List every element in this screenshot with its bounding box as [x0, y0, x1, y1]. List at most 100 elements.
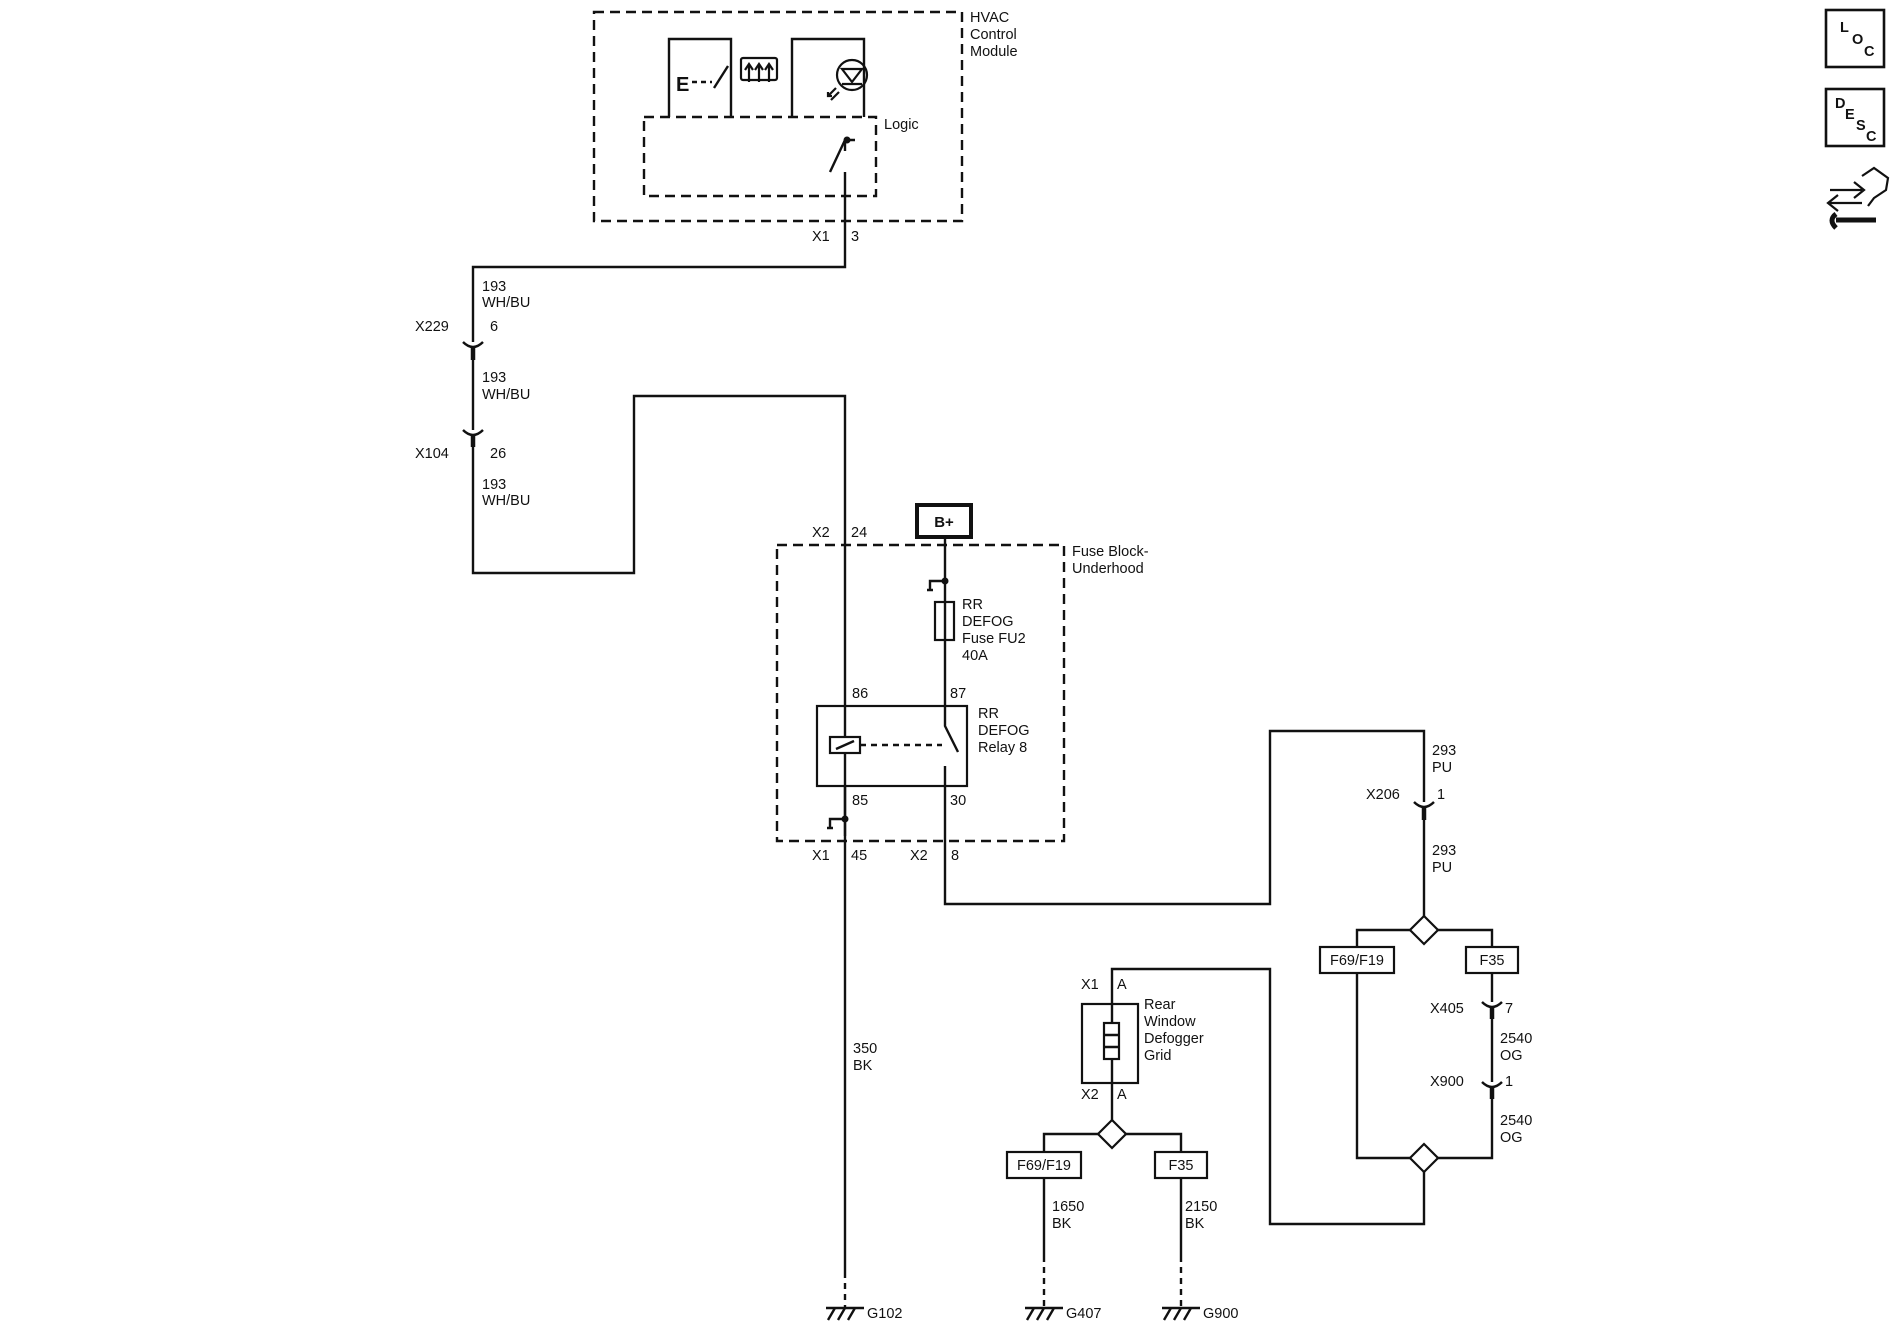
wire-193-bottom	[471, 394, 847, 836]
logic-boundary	[642, 115, 878, 198]
hvac-module-boundary	[592, 10, 964, 223]
splice-diamond-mid	[1408, 1142, 1440, 1174]
svg-text:X206: X206	[1366, 787, 1400, 803]
svg-text:24: 24	[851, 525, 867, 541]
component-locator-button[interactable]: L O C	[1824, 8, 1886, 69]
svg-text:X2: X2	[910, 848, 928, 864]
svg-text:X900: X900	[1430, 1074, 1464, 1090]
electronic-switch-symbol: E	[676, 74, 689, 96]
svg-text:45: 45	[851, 848, 867, 864]
svg-text:O: O	[1852, 32, 1863, 48]
connector-x104: X104 26	[415, 429, 506, 462]
svg-text:X405: X405	[1430, 1001, 1464, 1017]
battery-positive-source: B+	[915, 503, 973, 539]
svg-text:E: E	[1845, 107, 1855, 123]
option-splices: F69/F19 F35 F69/F19 F35	[1005, 914, 1520, 1180]
svg-text:86: 86	[852, 686, 868, 702]
ground-g900: G900	[1162, 1306, 1238, 1322]
svg-text:S: S	[1856, 118, 1866, 134]
svg-text:C: C	[1866, 129, 1877, 145]
svg-text:7: 7	[1505, 1001, 1513, 1017]
relay-switch	[943, 706, 960, 786]
svg-text:A: A	[1117, 977, 1127, 993]
svg-text:F69/F19: F69/F19	[1330, 953, 1384, 969]
svg-text:3: 3	[851, 229, 859, 245]
hvac-control-module: HVAC Control Module E Logic	[592, 10, 1021, 223]
svg-text:G102: G102	[867, 1306, 902, 1322]
connector-x900: X900 1	[1430, 1074, 1513, 1099]
svg-text:X1: X1	[812, 229, 830, 245]
svg-text:8: 8	[951, 848, 959, 864]
connector-x405: X405 7	[1430, 1001, 1513, 1019]
relay-label: RR DEFOG Relay 8	[978, 706, 1034, 756]
option-f69-f19-bottom	[1005, 1150, 1083, 1180]
svg-text:F69/F19: F69/F19	[1017, 1158, 1071, 1174]
splice-diamond-bottom	[1096, 1118, 1128, 1150]
splice-bottom-branches	[1042, 1132, 1183, 1152]
splice-diamond-top	[1408, 914, 1440, 946]
svg-text:1: 1	[1437, 787, 1445, 803]
splice-top-branches	[1355, 928, 1494, 947]
fuse-label: RR DEFOG Fuse FU2 40A	[962, 597, 1030, 664]
svg-text:87: 87	[950, 686, 966, 702]
rear-window-defogger-grid: Rear Window Defogger Grid	[1080, 997, 1208, 1085]
svg-text:F35: F35	[1169, 1158, 1194, 1174]
fuse-block-underhood: Fuse Block- Underhood RR DEFOG Fuse FU2 …	[775, 543, 1153, 843]
svg-text:L: L	[1840, 20, 1849, 36]
defrost-switch: E	[667, 37, 779, 117]
rear-defrost-icon	[739, 56, 779, 82]
ground-dashes	[843, 1256, 1183, 1308]
svg-text:C: C	[1864, 44, 1875, 60]
svg-text:B+: B+	[934, 514, 954, 531]
grounds: G102 G407 G900	[826, 1306, 1238, 1322]
connector-x206: X206 1	[1366, 787, 1445, 820]
svg-text:X229: X229	[415, 319, 449, 335]
svg-text:X1: X1	[812, 848, 830, 864]
svg-text:26: 26	[490, 446, 506, 462]
wire-f69-top	[1355, 973, 1410, 1160]
wire-2540b	[1438, 1099, 1494, 1160]
svg-text:D: D	[1835, 96, 1845, 112]
svg-text:1: 1	[1505, 1074, 1513, 1090]
wiring	[471, 172, 1494, 1308]
indicator-led	[790, 37, 869, 117]
ground-g102: G102	[826, 1306, 902, 1322]
svg-text:X1: X1	[1081, 977, 1099, 993]
connector-x229: X229 6	[415, 319, 498, 360]
svg-text:X104: X104	[415, 446, 449, 462]
svg-text:G900: G900	[1203, 1306, 1238, 1322]
fuse-block-boundary	[775, 543, 1066, 843]
svg-text:X2: X2	[1081, 1087, 1099, 1103]
wire-193-top	[471, 172, 847, 342]
wire-30	[943, 729, 1426, 906]
defogger-grid-label: Rear Window Defogger Grid	[1144, 997, 1208, 1064]
module-pins: X1 3 X2 24 X1 45 X2 8 X1 A X2 A	[812, 229, 1127, 1103]
option-f69-f19-top	[1318, 945, 1396, 975]
wire-to-grid	[1110, 967, 1426, 1226]
svg-text:85: 85	[852, 793, 868, 809]
hvac-module-label: HVAC Control Module	[970, 10, 1021, 60]
svg-text:G407: G407	[1066, 1306, 1101, 1322]
svg-text:30: 30	[950, 793, 966, 809]
inline-connectors: X229 6 X104 26 X206 1 X405 7 X900 1	[415, 319, 1513, 1099]
svg-text:6: 6	[490, 319, 498, 335]
option-f35-bottom	[1153, 1150, 1209, 1180]
fuse-block-label: Fuse Block- Underhood	[1072, 544, 1153, 577]
description-button[interactable]: D E S C	[1824, 87, 1886, 148]
svg-text:X2: X2	[812, 525, 830, 541]
ground-g407: G407	[1025, 1306, 1101, 1322]
connector-repair-icon[interactable]	[1826, 166, 1890, 230]
option-f35-top	[1464, 945, 1520, 975]
svg-text:F35: F35	[1480, 953, 1505, 969]
